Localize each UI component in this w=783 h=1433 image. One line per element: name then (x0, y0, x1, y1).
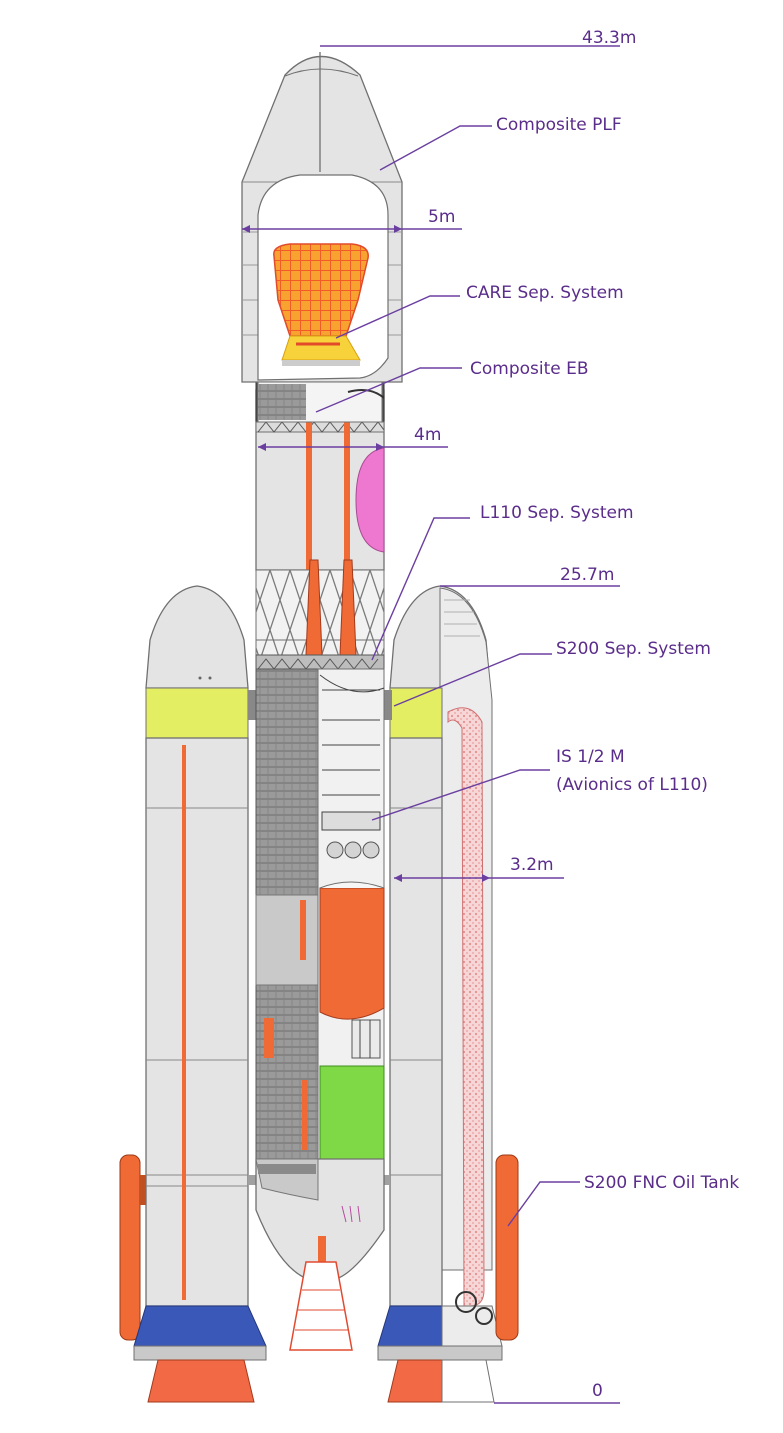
left-booster-aft-skirt (133, 1305, 267, 1347)
core-orange-tank (319, 887, 385, 1020)
height-label-top: 43.3m (582, 28, 636, 48)
labels: 43.3m Composite PLF 5m CARE Sep. System … (414, 28, 739, 1401)
right-booster-aft-skirt (377, 1305, 443, 1347)
callout-l110-sep: L110 Sep. System (480, 503, 634, 523)
left-booster-nozzle (147, 1359, 255, 1403)
callout-is-line2: (Avionics of L110) (556, 775, 708, 795)
core-l110-stage (255, 381, 385, 1351)
core-pink-tank (355, 447, 385, 553)
core-diameter-label: 4m (414, 425, 441, 445)
annotation-lines (242, 45, 620, 1404)
left-s200-booster (119, 585, 267, 1403)
right-oil-tank (495, 1154, 519, 1341)
booster-diameter-label: 3.2m (510, 855, 554, 875)
height-label-core-top: 25.7m (560, 565, 614, 585)
left-booster-band (145, 687, 249, 739)
left-booster-case (145, 737, 249, 1307)
left-oil-tank (119, 1154, 141, 1341)
callout-care-sep: CARE Sep. System (466, 283, 624, 303)
right-s200-booster (377, 585, 519, 1403)
callout-composite-plf: Composite PLF (496, 115, 622, 135)
booster-propellant-grain (447, 707, 485, 1307)
right-booster-nozzle (387, 1359, 443, 1403)
callout-composite-eb: Composite EB (470, 359, 589, 379)
right-booster-band (389, 687, 443, 739)
right-booster-case (389, 737, 443, 1307)
callout-oil-tank: S200 FNC Oil Tank (584, 1173, 739, 1193)
plf-diameter-label: 5m (428, 207, 455, 227)
callout-s200-sep: S200 Sep. System (556, 639, 711, 659)
composite-plf (241, 52, 403, 423)
callout-is-line1: IS 1/2 M (556, 747, 625, 767)
core-engine-nozzle (289, 1261, 353, 1351)
left-booster-nose (145, 585, 249, 689)
care-module (273, 243, 369, 337)
height-label-base: 0 (592, 1381, 603, 1401)
